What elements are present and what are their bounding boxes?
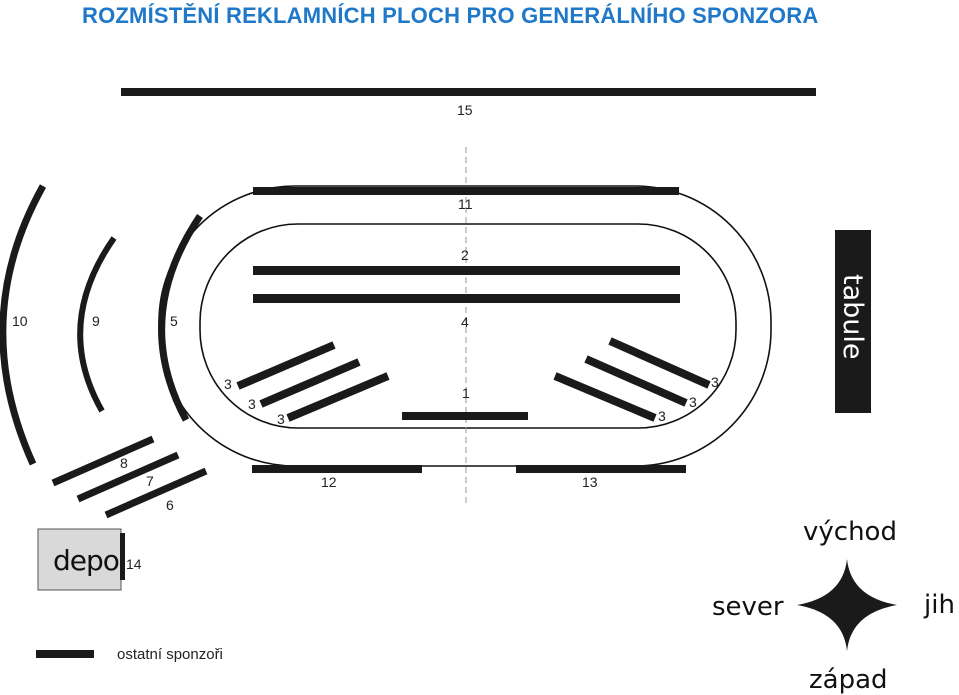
banner-15 [121,88,816,96]
banner-5 [158,214,203,422]
banner-3-right-2 [584,355,688,407]
label-6: 6 [166,497,174,513]
banner-4 [253,294,680,303]
banner-8 [51,435,155,487]
label-2: 2 [461,247,469,263]
label-14: 14 [126,556,142,572]
banner-3-right-1 [608,337,711,389]
legend-swatch [36,650,94,658]
banner-3-left-3 [286,372,390,422]
compass-west: západ [809,665,888,695]
label-9: 9 [92,313,100,329]
label-3: 3 [711,374,719,390]
banner-9 [77,236,117,413]
label-11: 11 [458,196,473,212]
compass-east: východ [803,517,897,547]
label-7: 7 [146,473,154,489]
label-3: 3 [658,408,666,424]
compass-star-icon [797,559,897,651]
legend-label: ostatní sponzoři [117,646,223,663]
board-tabule [835,230,871,413]
banner-10 [0,184,47,466]
page-title: ROZMÍSTĚNÍ REKLAMNÍCH PLOCH PRO GENERÁLN… [82,3,819,28]
label-12: 12 [321,474,337,490]
depo-label: depo [53,544,119,577]
banner-3-right-3 [553,372,657,422]
banner-12 [252,465,422,473]
banner-6 [104,467,208,519]
banner-13 [516,465,686,473]
label-4: 4 [461,314,469,330]
compass-south: jih [923,590,955,620]
banner-14 [120,533,125,580]
board-label: tabule [837,274,868,360]
label-13: 13 [582,474,598,490]
banner-3-left-1 [236,341,336,390]
label-3: 3 [277,411,285,427]
label-3: 3 [689,394,697,410]
label-10: 10 [12,313,28,329]
banner-7 [76,451,180,503]
banner-11 [253,187,679,195]
banner-3-left-2 [259,358,361,408]
compass-north: sever [712,592,784,622]
label-8: 8 [120,455,128,471]
label-5: 5 [170,313,178,329]
banner-2 [253,266,680,275]
track-inner [199,223,737,429]
label-15: 15 [457,102,473,118]
label-3: 3 [224,376,232,392]
banner-1 [402,412,528,420]
label-3: 3 [248,396,256,412]
label-1: 1 [462,385,470,401]
